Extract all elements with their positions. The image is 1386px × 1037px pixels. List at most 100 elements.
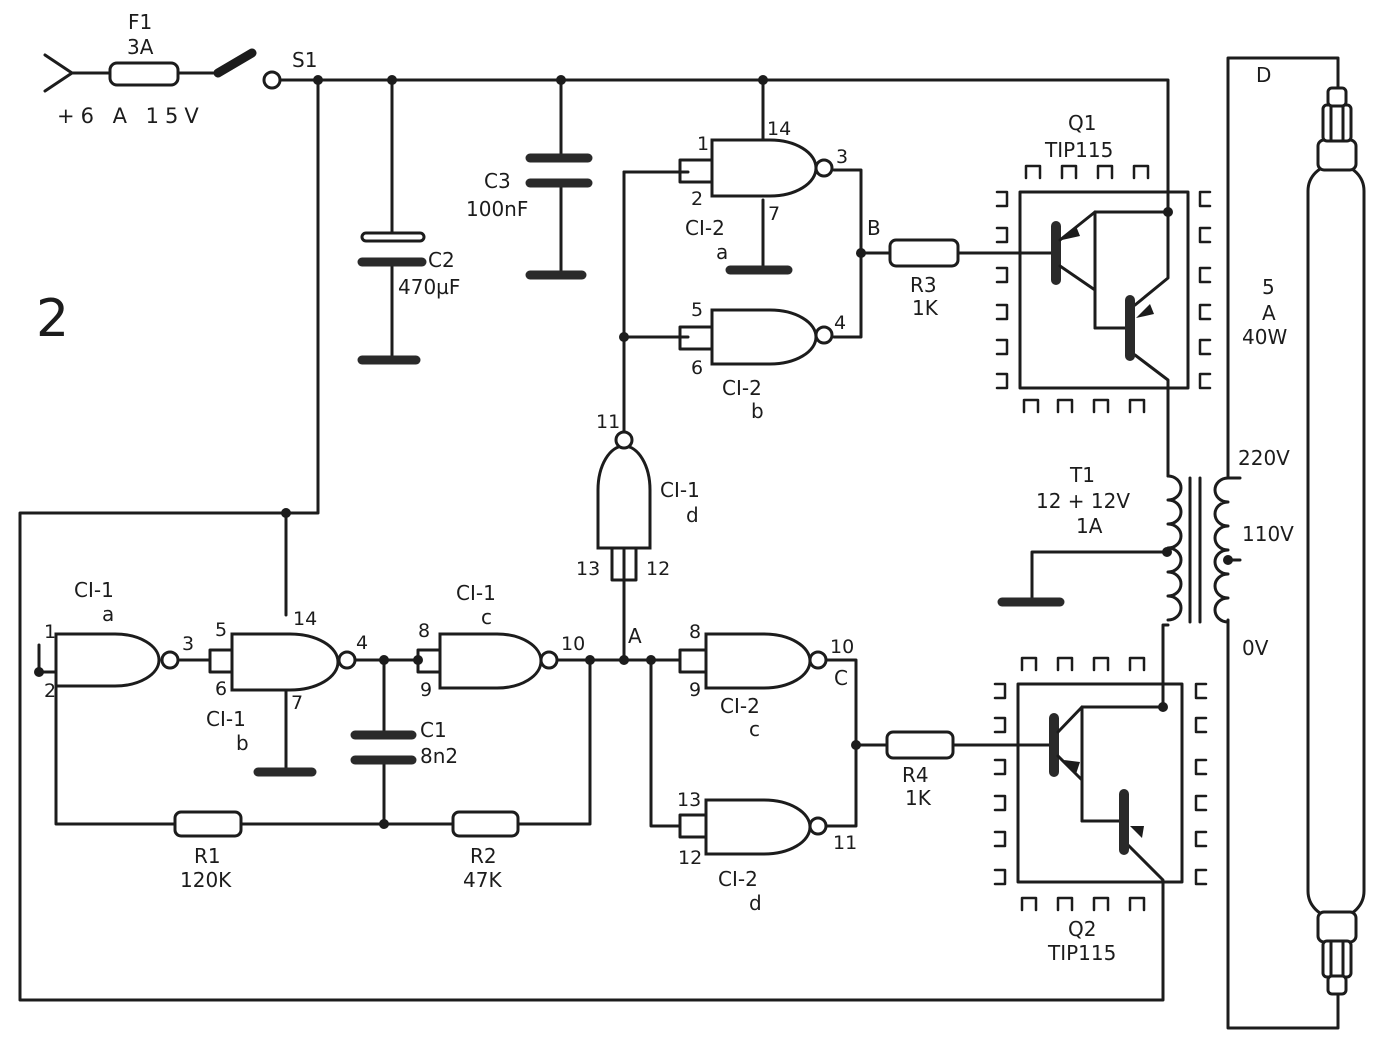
pin-number: 10 — [561, 633, 585, 655]
pin-number: 14 — [767, 118, 791, 140]
resistor-r1 — [173, 810, 243, 838]
pin-number: 1 — [44, 621, 56, 643]
pin-number: 2 — [44, 680, 56, 702]
fuse-f1 — [108, 61, 180, 87]
nand-gate-ci1a — [37, 632, 180, 688]
nand-gate-ci1d — [596, 430, 652, 582]
nand-gate-ci1c — [416, 632, 559, 690]
capacitor-c1 — [350, 730, 417, 765]
ci2c-unit: c — [749, 717, 760, 741]
q2-ref: Q2 — [1068, 917, 1096, 941]
transistor-q1 — [995, 164, 1212, 414]
c1-value: 8n2 — [420, 744, 458, 768]
node-b-label: B — [867, 216, 881, 240]
pin-number: 7 — [291, 692, 303, 714]
tap-110-label: 110V — [1242, 522, 1294, 546]
pin-number: 2 — [691, 188, 703, 210]
pin-number: 11 — [833, 832, 857, 854]
ci2d-unit: d — [749, 891, 762, 915]
capacitor-c2 — [357, 231, 427, 365]
fluorescent-lamp — [1306, 86, 1366, 996]
ci1d-unit: d — [686, 503, 699, 527]
figure-number: 2 — [36, 289, 69, 349]
ci2d-ic: CI-2 — [718, 867, 758, 891]
c3-ref: C3 — [484, 169, 511, 193]
ci1a-unit: a — [102, 602, 114, 626]
pin-number: 3 — [182, 633, 194, 655]
tap-220-label: 220V — [1238, 446, 1290, 470]
supply-label: +6 A 15V — [57, 104, 205, 128]
ci2b-ic: CI-2 — [722, 376, 762, 400]
node-c-label: C — [834, 666, 848, 690]
r4-ref: R4 — [902, 763, 929, 787]
ci1a-ic: CI-1 — [74, 578, 114, 602]
nand-gate-ci2d — [678, 798, 828, 856]
pin-number: 12 — [678, 847, 702, 869]
fuse-value: 3A — [127, 35, 154, 59]
nand-gate-ci2c — [678, 632, 828, 690]
pin-number: 6 — [691, 357, 703, 379]
pin-number: 13 — [677, 789, 701, 811]
pin-number: 8 — [418, 620, 430, 642]
nand-gate-ci2b — [678, 308, 834, 366]
ci2a-ic: CI-2 — [685, 216, 725, 240]
ci1c-ic: CI-1 — [456, 581, 496, 605]
nand-gate-ci1b — [208, 632, 357, 692]
pin-number: 9 — [689, 679, 701, 701]
fuse-ref: F1 — [128, 10, 152, 34]
resistor-r3 — [888, 238, 960, 268]
t1-current: 1A — [1076, 514, 1103, 538]
r1-value: 120K — [180, 868, 232, 892]
c2-value: 470µF — [398, 275, 460, 299]
transistor-q2 — [993, 656, 1208, 912]
pin-number: 5 — [691, 299, 703, 321]
pin-number: 1 — [697, 133, 709, 155]
q1-type: TIP115 — [1044, 138, 1113, 162]
pin-number: 4 — [356, 632, 368, 654]
resistor-r2 — [451, 810, 520, 838]
lamp-unit: A — [1262, 301, 1276, 325]
pin-number: 9 — [420, 679, 432, 701]
pin-number: 13 — [576, 558, 600, 580]
pin-number: 8 — [689, 621, 701, 643]
t1-rating: 12 + 12V — [1036, 489, 1130, 513]
pin-number: 12 — [646, 558, 670, 580]
c1-ref: C1 — [420, 718, 447, 742]
transformer-t1 — [1166, 474, 1230, 624]
t1-ref: T1 — [1069, 463, 1095, 487]
ci2a-unit: a — [716, 240, 728, 264]
r2-ref: R2 — [470, 844, 497, 868]
resistor-r4 — [885, 730, 955, 760]
wiring — [18, 48, 1340, 1030]
lamp-power: 40W — [1242, 325, 1287, 349]
tap-0-label: 0V — [1242, 636, 1269, 660]
ci2c-ic: CI-2 — [720, 694, 760, 718]
pin-number: 6 — [215, 678, 227, 700]
pin-number: 14 — [293, 608, 317, 630]
ci1b-ic: CI-1 — [206, 707, 246, 731]
pin-number: 7 — [768, 203, 780, 225]
pin-number: 5 — [215, 619, 227, 641]
r1-ref: R1 — [194, 844, 221, 868]
r4-value: 1K — [905, 786, 932, 810]
node-d-label: D — [1256, 63, 1271, 87]
pin-number: 3 — [836, 146, 848, 168]
switch-ref: S1 — [292, 48, 317, 72]
lamp-current: 5 — [1262, 275, 1275, 299]
pin-number: 11 — [596, 411, 620, 433]
pin-number: 4 — [834, 312, 846, 334]
node-a-label: A — [628, 624, 642, 648]
ci1b-unit: b — [236, 731, 249, 755]
c3-value: 100nF — [466, 197, 528, 221]
r2-value: 47K — [463, 868, 502, 892]
nand-gate-ci2a — [678, 138, 834, 198]
q1-ref: Q1 — [1068, 111, 1096, 135]
pin-numbers: 1 2 3 5 6 14 7 4 8 9 10 11 13 12 1 2 3 1… — [44, 118, 857, 869]
switch-s1 — [262, 70, 282, 90]
r3-ref: R3 — [910, 273, 937, 297]
ci1d-ic: CI-1 — [660, 478, 700, 502]
r3-value: 1K — [912, 296, 939, 320]
pin-number: 10 — [830, 636, 854, 658]
ci1c-unit: c — [481, 605, 492, 629]
